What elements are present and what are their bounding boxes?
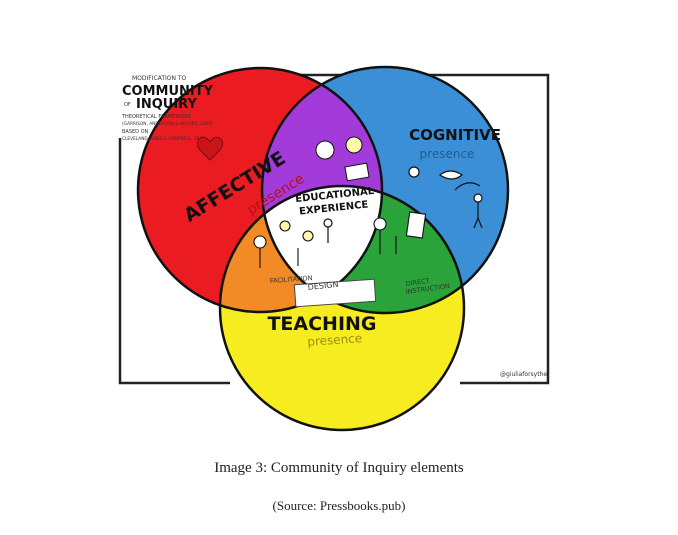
diagram-header: MODIFICATION TO COMMUNITY OF INQUIRY THE… — [121, 75, 214, 142]
cognitive-title: COGNITIVE — [409, 126, 501, 144]
figure-source: (Source: Pressbooks.pub) — [272, 498, 406, 513]
circle-outlines — [136, 65, 510, 432]
direct-instruction-line1: DIRECT — [405, 277, 430, 288]
header-line8: CLEVELAND-INNES & CAMPBELL, 2012 — [122, 136, 205, 142]
facilitation-label: FACILITATION — [270, 274, 313, 285]
signature: @giuliaforsythe — [500, 371, 547, 378]
cognitive-subtitle: presence — [420, 147, 475, 161]
community-of-inquiry-diagram: MODIFICATION TO COMMUNITY OF INQUIRY THE… — [60, 40, 605, 432]
affective-teaching-doodles — [253, 220, 314, 268]
center-figure-icon — [323, 218, 333, 243]
teaching-subtitle: presence — [307, 331, 363, 349]
design-sketch: DESIGN — [293, 278, 377, 308]
header-line2: COMMUNITY — [122, 84, 214, 99]
design-label: DESIGN — [307, 280, 339, 292]
header-line6: (GARRISON, ANDERSON & ARCHER, 2000) — [122, 121, 213, 127]
cognitive-teaching-doodles — [373, 211, 427, 254]
teaching-title: TEACHING — [267, 313, 376, 335]
header-line5: THEORETICAL FRAMEWORK — [121, 114, 192, 120]
heart-icon — [196, 137, 224, 161]
header-line3: OF — [124, 102, 131, 108]
affective-cognitive-doodles — [315, 136, 370, 182]
header-line4: INQUIRY — [136, 97, 197, 112]
figure-caption: Image 3: Community of Inquiry elements — [214, 460, 464, 476]
header-line1: MODIFICATION TO — [132, 75, 187, 82]
cognitive-doodles — [408, 166, 483, 229]
header-line7: BASED ON — [122, 129, 149, 135]
